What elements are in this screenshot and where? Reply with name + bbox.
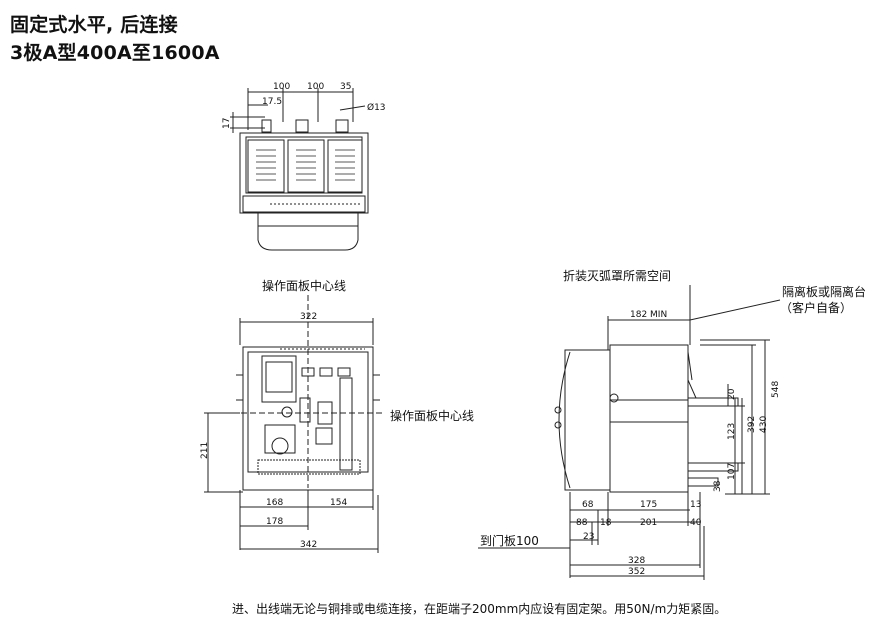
dim-side-392: 392 <box>747 416 757 433</box>
label-arc-chute-space: 折装灭弧罩所需空间 <box>563 268 671 283</box>
dim-front-211: 211 <box>200 442 210 459</box>
dim-front-154: 154 <box>330 498 347 508</box>
dim-side-88: 88 <box>576 518 588 528</box>
label-panel-centerline-right: 操作面板中心线 <box>390 408 474 423</box>
dim-front-342: 342 <box>300 540 317 550</box>
dim-front-322: 322 <box>300 312 317 322</box>
dim-side-352: 352 <box>628 567 645 577</box>
diagram-title: 固定式水平, 后连接 <box>10 14 178 36</box>
dim-side-175: 175 <box>640 500 657 510</box>
footnote: 进、出线端无论与铜排或电缆连接，在距端子200mm内应设有固定架。用50N/m力… <box>232 602 727 616</box>
dim-top-100b: 100 <box>307 82 324 92</box>
top-view <box>230 88 369 251</box>
label-panel-centerline-top: 操作面板中心线 <box>262 278 346 293</box>
dim-side-123: 123 <box>727 423 737 440</box>
dim-side-18: 18 <box>600 518 612 528</box>
label-door-distance: 到门板100 <box>480 533 539 548</box>
dim-side-201: 201 <box>640 518 657 528</box>
side-view <box>478 285 781 580</box>
dim-top-100a: 100 <box>273 82 290 92</box>
diagram-subtitle: 3极A型400A至1600A <box>10 42 220 64</box>
dim-side-182: 182 MIN <box>630 310 667 320</box>
dim-top-dia13: Ø13 <box>367 102 386 113</box>
dim-front-178: 178 <box>266 517 283 527</box>
dim-front-168: 168 <box>266 498 283 508</box>
dim-side-13: 13 <box>690 500 701 510</box>
dim-side-38: 38 <box>713 480 723 492</box>
dim-side-548: 548 <box>771 381 781 398</box>
label-partition-note: （客户自备） <box>780 300 852 315</box>
label-partition: 隔离板或隔离台 <box>782 284 866 299</box>
dim-side-40: 40 <box>690 518 702 528</box>
front-view <box>204 295 385 553</box>
dim-side-328: 328 <box>628 556 645 566</box>
dim-side-107: 107 <box>727 463 737 480</box>
dim-side-20: 20 <box>727 388 737 400</box>
dim-side-430: 430 <box>759 416 769 433</box>
dim-top-17: 17 <box>222 118 232 129</box>
dim-top-17-5: 17.5 <box>262 97 282 107</box>
dim-side-23: 23 <box>583 532 594 542</box>
dim-top-35: 35 <box>340 82 351 92</box>
dim-side-68: 68 <box>582 500 594 510</box>
